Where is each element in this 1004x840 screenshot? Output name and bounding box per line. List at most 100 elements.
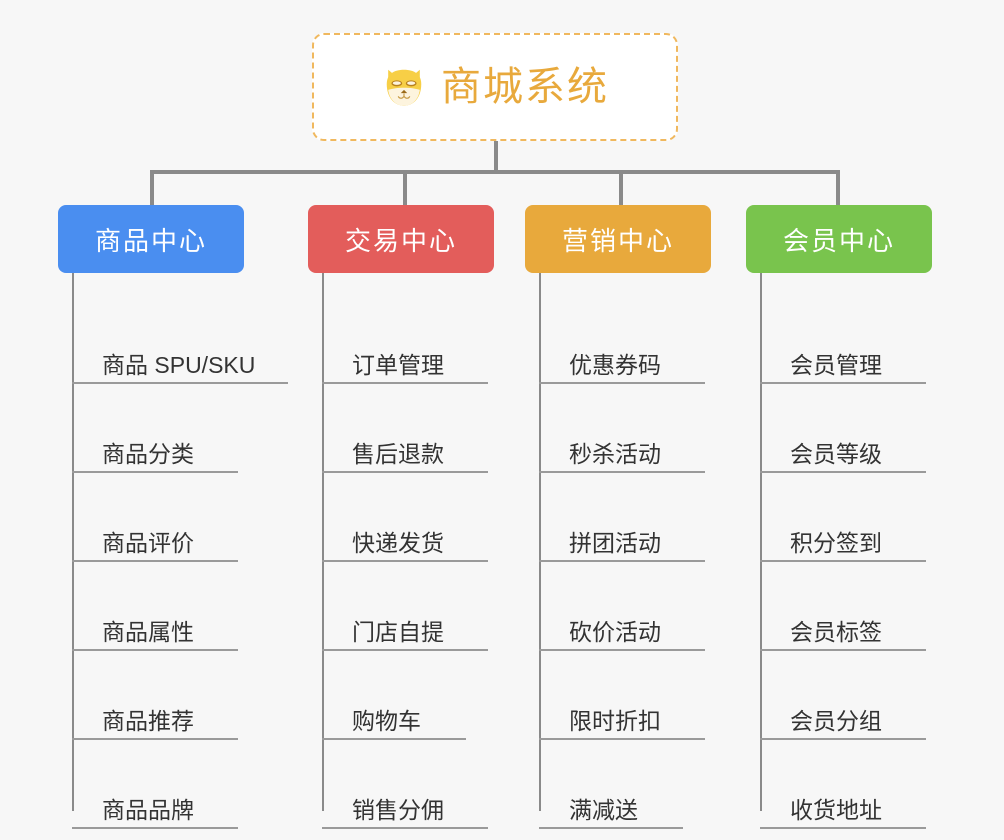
leaf-label: 优惠券码 <box>569 351 661 378</box>
category-node-3[interactable]: 营销中心 <box>525 205 711 273</box>
leaf-label: 订单管理 <box>352 351 444 378</box>
category-label-2: 交易中心 <box>344 225 457 256</box>
leaf-item[interactable]: 商品品牌 <box>72 740 269 829</box>
leaf-item[interactable]: 销售分佣 <box>322 740 494 829</box>
leaf-item[interactable]: 会员分组 <box>760 651 932 740</box>
category-label-3: 营销中心 <box>561 225 674 256</box>
leaf-rule <box>72 471 238 473</box>
connector-horizontal-bus <box>150 170 840 174</box>
connector-drop-2 <box>403 170 407 208</box>
leaf-item[interactable]: 收货地址 <box>760 740 932 829</box>
branch-column-1: 商品中心 商品 SPU/SKU 商品分类 商品评价 商品属性 商品推荐 <box>58 205 288 829</box>
leaf-label: 商品推荐 <box>102 707 194 734</box>
leaf-rule <box>72 649 238 651</box>
leaf-rule <box>539 560 705 562</box>
leaf-spine-2 <box>322 273 324 811</box>
leaf-list-3: 优惠券码 秒杀活动 拼团活动 砍价活动 限时折扣 满减送 <box>539 273 711 829</box>
leaf-label: 售后退款 <box>352 440 444 467</box>
leaf-item[interactable]: 快递发货 <box>322 473 494 562</box>
leaf-label: 收货地址 <box>790 796 882 823</box>
leaf-item[interactable]: 会员管理 <box>760 295 932 384</box>
leaf-rule <box>72 738 238 740</box>
leaf-rule <box>539 471 705 473</box>
branch-column-4: 会员中心 会员管理 会员等级 积分签到 会员标签 会员分组 <box>746 205 932 829</box>
leaf-label: 商品属性 <box>102 618 194 645</box>
leaf-rule <box>72 382 288 384</box>
leaf-item[interactable]: 商品 SPU/SKU <box>72 295 288 384</box>
leaf-label: 购物车 <box>352 707 421 734</box>
leaf-item[interactable]: 门店自提 <box>322 562 494 651</box>
leaf-rule <box>760 827 926 829</box>
leaf-item[interactable]: 商品评价 <box>72 473 269 562</box>
connector-drop-4 <box>836 170 840 208</box>
leaf-rule <box>539 827 683 829</box>
leaf-item[interactable]: 积分签到 <box>760 473 932 562</box>
leaf-label: 会员标签 <box>790 618 882 645</box>
leaf-rule <box>539 382 705 384</box>
category-label-4: 会员中心 <box>782 225 895 256</box>
leaf-label: 商品分类 <box>102 440 194 467</box>
leaf-label: 拼团活动 <box>569 529 661 556</box>
leaf-label: 砍价活动 <box>569 618 661 645</box>
leaf-item[interactable]: 限时折扣 <box>539 651 711 740</box>
leaf-rule <box>322 649 488 651</box>
leaf-label: 会员分组 <box>790 707 882 734</box>
leaf-item[interactable]: 订单管理 <box>322 295 494 384</box>
leaf-item[interactable]: 购物车 <box>322 651 494 740</box>
leaf-item[interactable]: 优惠券码 <box>539 295 711 384</box>
leaf-label: 会员等级 <box>790 440 882 467</box>
leaf-label: 秒杀活动 <box>569 440 661 467</box>
leaf-item[interactable]: 满减送 <box>539 740 711 829</box>
leaf-list-4: 会员管理 会员等级 积分签到 会员标签 会员分组 收货地址 <box>760 273 932 829</box>
leaf-item[interactable]: 秒杀活动 <box>539 384 711 473</box>
leaf-rule <box>760 649 926 651</box>
connector-drop-3 <box>619 170 623 208</box>
category-node-4[interactable]: 会员中心 <box>746 205 932 273</box>
leaf-item[interactable]: 会员等级 <box>760 384 932 473</box>
leaf-label: 商品评价 <box>102 529 194 556</box>
leaf-item[interactable]: 商品推荐 <box>72 651 269 740</box>
leaf-label: 商品品牌 <box>102 796 194 823</box>
shiba-dog-icon <box>386 69 422 106</box>
leaf-rule <box>760 382 926 384</box>
leaf-rule <box>72 827 238 829</box>
leaf-label: 会员管理 <box>790 351 882 378</box>
leaf-label: 商品 SPU/SKU <box>102 351 256 378</box>
branch-column-2: 交易中心 订单管理 售后退款 快递发货 门店自提 购物车 <box>308 205 494 829</box>
leaf-rule <box>760 738 926 740</box>
leaf-item[interactable]: 商品分类 <box>72 384 269 473</box>
leaf-rule <box>760 560 926 562</box>
connector-drop-1 <box>150 170 154 208</box>
leaf-list-1: 商品 SPU/SKU 商品分类 商品评价 商品属性 商品推荐 商品品牌 <box>72 273 288 829</box>
leaf-rule <box>322 560 488 562</box>
leaf-label: 积分签到 <box>790 529 882 556</box>
leaf-item[interactable]: 商品属性 <box>72 562 269 651</box>
category-label-1: 商品中心 <box>94 225 207 256</box>
leaf-label: 满减送 <box>569 796 638 823</box>
leaf-spine-4 <box>760 273 762 811</box>
root-node[interactable]: 商城系统 <box>312 33 678 141</box>
leaf-list-2: 订单管理 售后退款 快递发货 门店自提 购物车 销售分佣 <box>322 273 494 829</box>
root-title: 商城系统 <box>441 65 609 109</box>
branch-column-3: 营销中心 优惠券码 秒杀活动 拼团活动 砍价活动 限时折扣 <box>525 205 711 829</box>
leaf-item[interactable]: 售后退款 <box>322 384 494 473</box>
leaf-item[interactable]: 拼团活动 <box>539 473 711 562</box>
leaf-item[interactable]: 会员标签 <box>760 562 932 651</box>
leaf-rule <box>322 738 466 740</box>
category-node-1[interactable]: 商品中心 <box>58 205 244 273</box>
leaf-spine-1 <box>72 273 74 811</box>
leaf-rule <box>72 560 238 562</box>
leaf-item[interactable]: 砍价活动 <box>539 562 711 651</box>
leaf-rule <box>322 471 488 473</box>
leaf-rule <box>760 471 926 473</box>
category-node-2[interactable]: 交易中心 <box>308 205 494 273</box>
leaf-rule <box>322 382 488 384</box>
leaf-label: 限时折扣 <box>569 707 661 734</box>
leaf-rule <box>539 649 705 651</box>
connector-root-stem <box>494 141 498 172</box>
leaf-label: 销售分佣 <box>352 796 444 823</box>
leaf-label: 快递发货 <box>352 529 444 556</box>
leaf-rule <box>322 827 488 829</box>
leaf-spine-3 <box>539 273 541 811</box>
